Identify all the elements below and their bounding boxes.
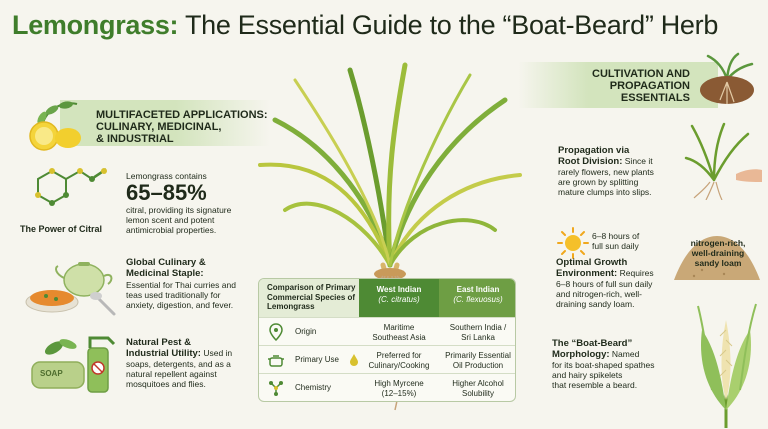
applications-heading: MULTIFACETED APPLICATIONS: CULINARY, MED…: [96, 109, 268, 145]
sun-icon: [557, 227, 589, 259]
morphology-text: The “Boat-Beard” Morphology: Named for i…: [552, 338, 655, 390]
soil-requirement: nitrogen-rich, well-draining sandy loam: [690, 238, 746, 268]
citral-label: The Power of Citral: [20, 224, 103, 234]
page-title: Lemongrass: The Essential Guide to the “…: [12, 10, 718, 41]
table-header-title: Comparison of Primary Commercial Species…: [259, 279, 359, 317]
root-soil-icon: [700, 52, 754, 104]
root-division-icon: [684, 122, 762, 200]
teapot-curry-icon: [25, 262, 116, 316]
applications-band: [60, 100, 270, 146]
species-comparison-table: Comparison of Primary Commercial Species…: [258, 278, 516, 402]
table-header-east-indian: East Indian (C. flexuosus): [439, 279, 515, 317]
environment-text: Optimal Growth Environment: Requires 6–8…: [556, 257, 654, 309]
location-pin-icon: [269, 323, 283, 341]
soil-mound-icon: [674, 236, 760, 280]
citral-intro: Lemongrass contains: [126, 171, 207, 181]
lemon-herb-icon: [29, 101, 81, 151]
culinary-desc: Essential for Thai curries and teas used…: [126, 280, 236, 310]
citral-desc: citral, providing its signature lemon sc…: [126, 205, 232, 235]
citral-molecule-icon: [35, 168, 107, 206]
table-row: Chemistry High Myrcene(12–15%) Higher Al…: [259, 373, 515, 401]
cultivation-heading: CULTIVATION AND PROPAGATION ESSENTIALS: [592, 68, 690, 104]
title-lemongrass: Lemongrass:: [12, 10, 179, 40]
pest-title: Natural Pest &: [126, 337, 191, 348]
pest-desc: Industrial Utility: Used in soaps, deter…: [126, 348, 233, 389]
oil-drop-icon: [350, 354, 358, 366]
sun-requirement: 6–8 hours of full sun daily: [592, 231, 640, 251]
soap-spray-icon: [31, 336, 116, 393]
soap-label: SOAP: [40, 369, 63, 378]
molecule-icon: [269, 381, 283, 396]
propagation-text: Propagation via Root Division: Since it …: [558, 145, 654, 197]
culinary-title: Global Culinary & Medicinal Staple:: [126, 257, 206, 279]
spathe-flower-icon: [697, 303, 757, 428]
cultivation-band: [518, 62, 718, 108]
cooking-pot-icon: [268, 355, 284, 367]
title-subtitle: The Essential Guide to the “Boat-Beard” …: [184, 10, 719, 40]
citral-percent: 65–85%: [126, 180, 207, 205]
table-header-west-indian: West Indian (C. citratus): [359, 279, 439, 317]
